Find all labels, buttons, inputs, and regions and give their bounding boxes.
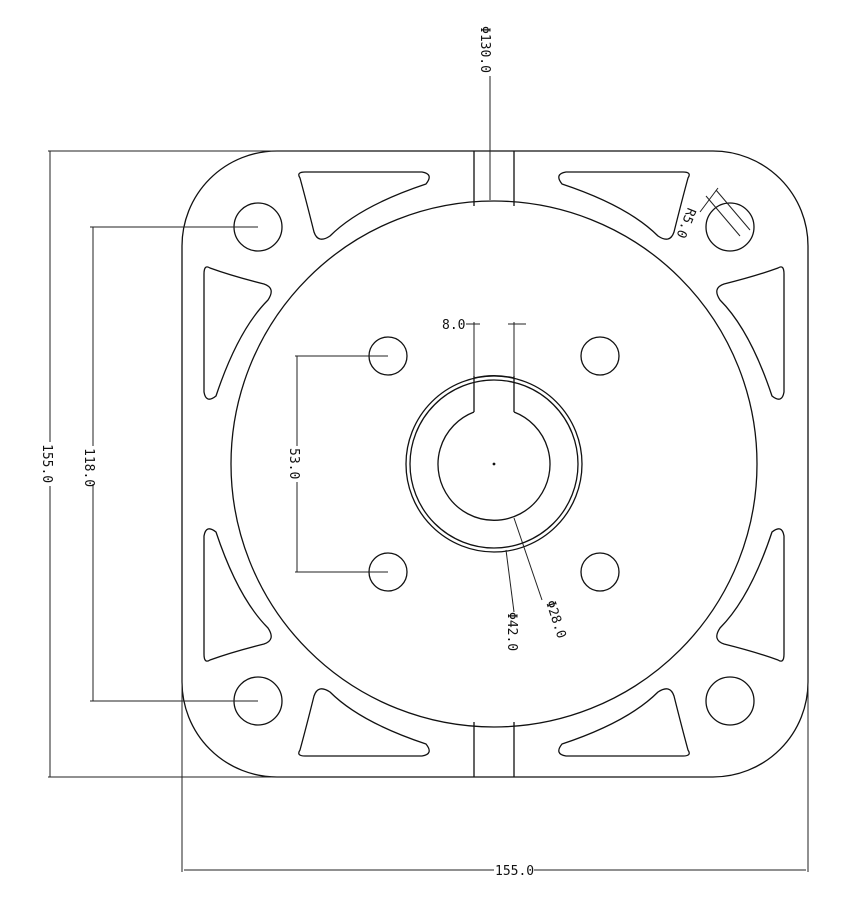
shaft-bore bbox=[437, 411, 551, 521]
main-circle bbox=[230, 200, 758, 728]
hub-inner bbox=[409, 379, 579, 549]
dim-hub-diameter-label: Φ42.0 bbox=[504, 612, 519, 651]
dim-overall-width-label: 155.0 bbox=[495, 864, 534, 879]
dim-hub-diameter: Φ42.0 bbox=[504, 549, 519, 651]
dim-keyway-width: 8.0 bbox=[442, 318, 526, 376]
dim-keyway-width-label: 8.0 bbox=[442, 318, 465, 333]
dim-overall-height: 155.0 bbox=[39, 150, 300, 778]
corner-hole-bottom-right bbox=[705, 676, 755, 726]
keyway bbox=[473, 375, 515, 412]
bottom-slot bbox=[473, 722, 515, 777]
lightening-pockets bbox=[203, 171, 785, 757]
dim-corner-radius: R5.0 bbox=[673, 187, 751, 240]
dim-bore-circle: Φ130.0 bbox=[477, 26, 492, 200]
dim-overall-height-label: 155.0 bbox=[39, 444, 54, 483]
dim-shaft-diameter: Φ28.0 bbox=[513, 517, 569, 641]
corner-hole-top-right bbox=[705, 202, 755, 252]
top-slot bbox=[473, 151, 515, 206]
dim-bore-circle-label: Φ130.0 bbox=[477, 26, 492, 73]
dim-outer-hole-spacing: 118.0 bbox=[81, 226, 258, 702]
inner-hole-br bbox=[580, 552, 620, 592]
plate-outline bbox=[181, 150, 809, 778]
inner-hole-tr bbox=[580, 336, 620, 376]
dim-outer-hole-spacing-label: 118.0 bbox=[81, 448, 96, 487]
dim-inner-hole-spacing-label: 53.0 bbox=[286, 448, 301, 479]
dim-inner-hole-spacing: 53.0 bbox=[286, 355, 388, 573]
center-point bbox=[492, 462, 496, 466]
dim-shaft-diameter-label: Φ28.0 bbox=[542, 599, 568, 641]
dim-overall-width: 155.0 bbox=[181, 650, 809, 879]
